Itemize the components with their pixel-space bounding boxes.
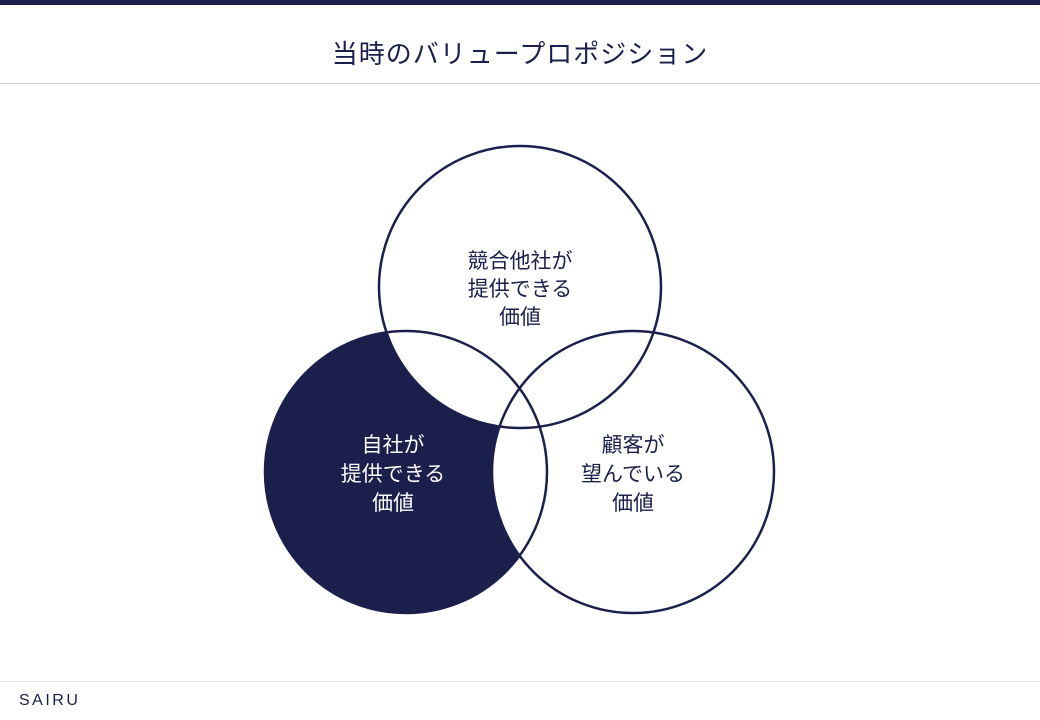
- overlap-company-competitors: [379, 331, 547, 428]
- customer-label-line-2: 望んでいる: [581, 462, 685, 486]
- slide-title: 当時のバリュープロポジション: [331, 40, 709, 70]
- company-label-line-3: 価値: [372, 491, 414, 515]
- customer-label-line-1: 顧客が: [602, 433, 665, 457]
- competitors-label-line-1: 競合他社が: [468, 249, 573, 273]
- top-accent-bar: [0, 0, 1040, 5]
- brand-logo: SAIRU: [19, 692, 81, 709]
- company-label-line-1: 自社が: [362, 433, 425, 457]
- competitors-label-line-2: 提供できる: [468, 277, 573, 301]
- company-circle-outline: [263, 329, 549, 615]
- competitors-label-line-3: 価値: [499, 305, 541, 329]
- title-divider: [0, 83, 1040, 84]
- competitors-circle: [377, 144, 663, 430]
- company-label-line-2: 提供できる: [341, 462, 446, 486]
- customer-label-line-3: 価値: [612, 491, 654, 515]
- customer-circle: [490, 329, 776, 615]
- footer-divider: [0, 681, 1040, 682]
